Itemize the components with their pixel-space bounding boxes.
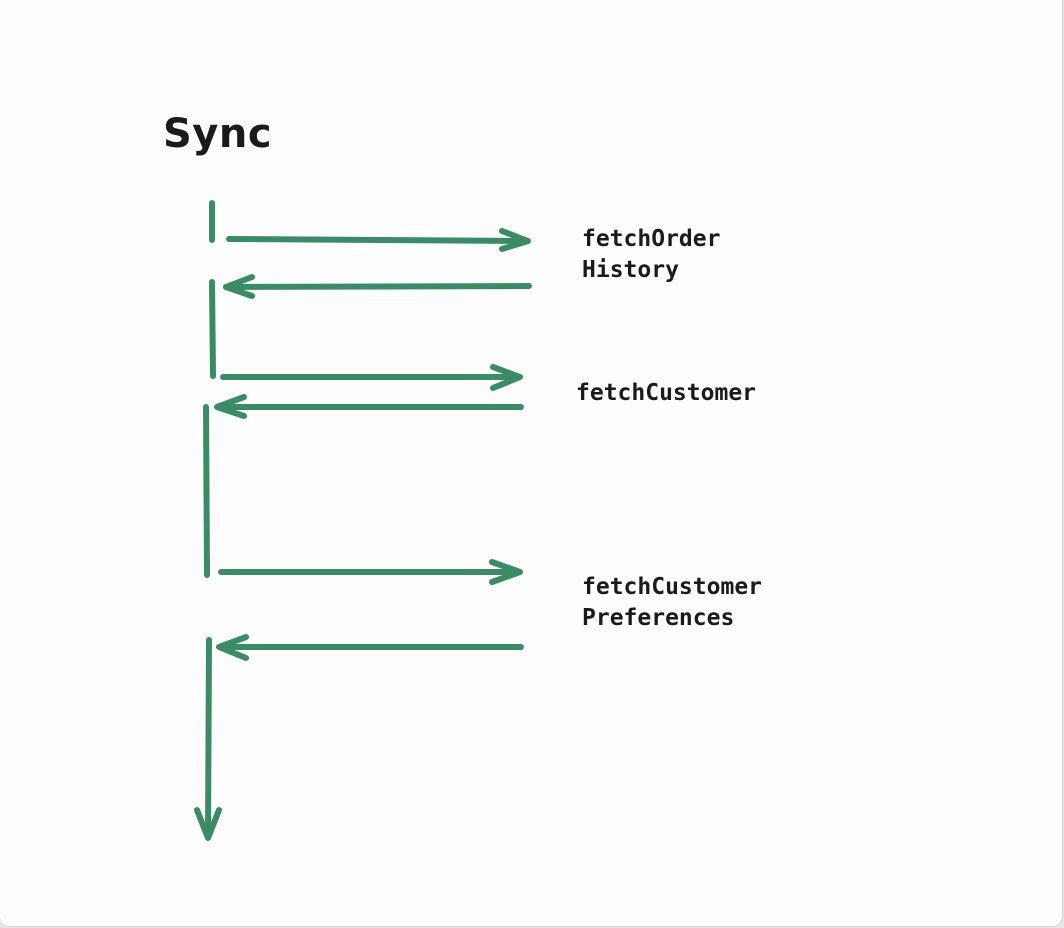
diagram-title: Sync bbox=[163, 111, 273, 157]
call-label-line: Preferences bbox=[582, 605, 735, 631]
call-label-fetch-customer: fetchCustomer bbox=[576, 378, 756, 409]
call-label-line: fetchOrder bbox=[582, 226, 721, 252]
timeline-segment-2 bbox=[209, 279, 216, 379]
timeline-segment-4 bbox=[205, 637, 212, 839]
call-label-line: fetchCustomer bbox=[582, 574, 763, 600]
call-label-line: History bbox=[582, 257, 679, 283]
response-arrow-1 bbox=[223, 283, 532, 290]
call-label-fetch-customer-preferences: fetchCustomer Preferences bbox=[582, 572, 762, 634]
timeline-segment-3 bbox=[203, 404, 210, 578]
call-label-line: fetchCustomer bbox=[576, 380, 757, 406]
timeline-end-arrowhead bbox=[194, 807, 222, 841]
request-arrowhead-1 bbox=[499, 228, 531, 252]
response-arrowhead-1 bbox=[223, 274, 255, 299]
call-label-fetch-order-history: fetchOrder History bbox=[582, 224, 720, 286]
request-arrowhead-3 bbox=[489, 559, 523, 585]
request-arrow-1 bbox=[226, 236, 530, 244]
response-arrowhead-2 bbox=[214, 394, 247, 419]
request-arrowhead-2 bbox=[490, 364, 523, 391]
response-arrowhead-3 bbox=[216, 634, 249, 661]
